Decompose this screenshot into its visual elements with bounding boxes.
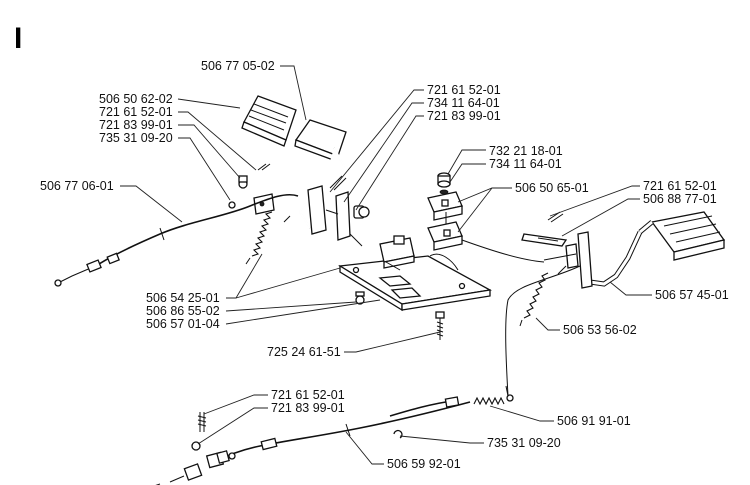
label-721-83-99-01: 721 83 99-01 [271, 401, 345, 415]
label-506-77-06-01: 506 77 06-01 [40, 179, 114, 193]
label-734-11-64-01: 734 11 64-01 [489, 157, 562, 171]
pedal-pad-left [241, 95, 297, 147]
label-734-11-64-01: 734 11 64-01 [427, 96, 500, 110]
label-721-61-52-01: 721 61 52-01 [643, 179, 717, 193]
section-letter: I [14, 22, 22, 55]
pedal-right [521, 211, 726, 289]
label-735-31-09-20: 735 31 09-20 [487, 436, 561, 450]
label-721-61-52-01: 721 61 52-01 [427, 83, 501, 97]
drawing [54, 95, 726, 485]
label-721-61-52-01: 721 61 52-01 [271, 388, 345, 402]
label-725-24-61-51: 725 24 61-51 [267, 345, 341, 359]
part-labels: 506 77 05-02 506 50 62-02 721 61 52-01 7… [40, 59, 729, 471]
label-506-54-25-01: 506 54 25-01 [146, 291, 220, 305]
label-506-50-65-01: 506 50 65-01 [515, 181, 589, 195]
label-506-57-45-01: 506 57 45-01 [655, 288, 729, 302]
label-506-77-05-02: 506 77 05-02 [201, 59, 275, 73]
label-721-83-99-01: 721 83 99-01 [99, 118, 173, 132]
label-506-57-01-04: 506 57 01-04 [146, 317, 220, 331]
label-735-31-09-20: 735 31 09-20 [99, 131, 173, 145]
label-506-53-56-02: 506 53 56-02 [563, 323, 637, 337]
leader-lines [120, 65, 652, 465]
label-721-83-99-01: 721 83 99-01 [427, 109, 501, 123]
label-506-91-91-01: 506 91 91-01 [557, 414, 631, 428]
label-506-88-77-01: 506 88 77-01 [643, 192, 717, 206]
label-506-86-55-02: 506 86 55-02 [146, 304, 220, 318]
label-732-21-18-01: 732 21 18-01 [489, 144, 563, 158]
label-721-61-52-01: 721 61 52-01 [99, 105, 173, 119]
label-506-59-92-01: 506 59 92-01 [387, 457, 461, 471]
label-506-50-62-02: 506 50 62-02 [99, 92, 173, 106]
base-plate [338, 255, 492, 312]
